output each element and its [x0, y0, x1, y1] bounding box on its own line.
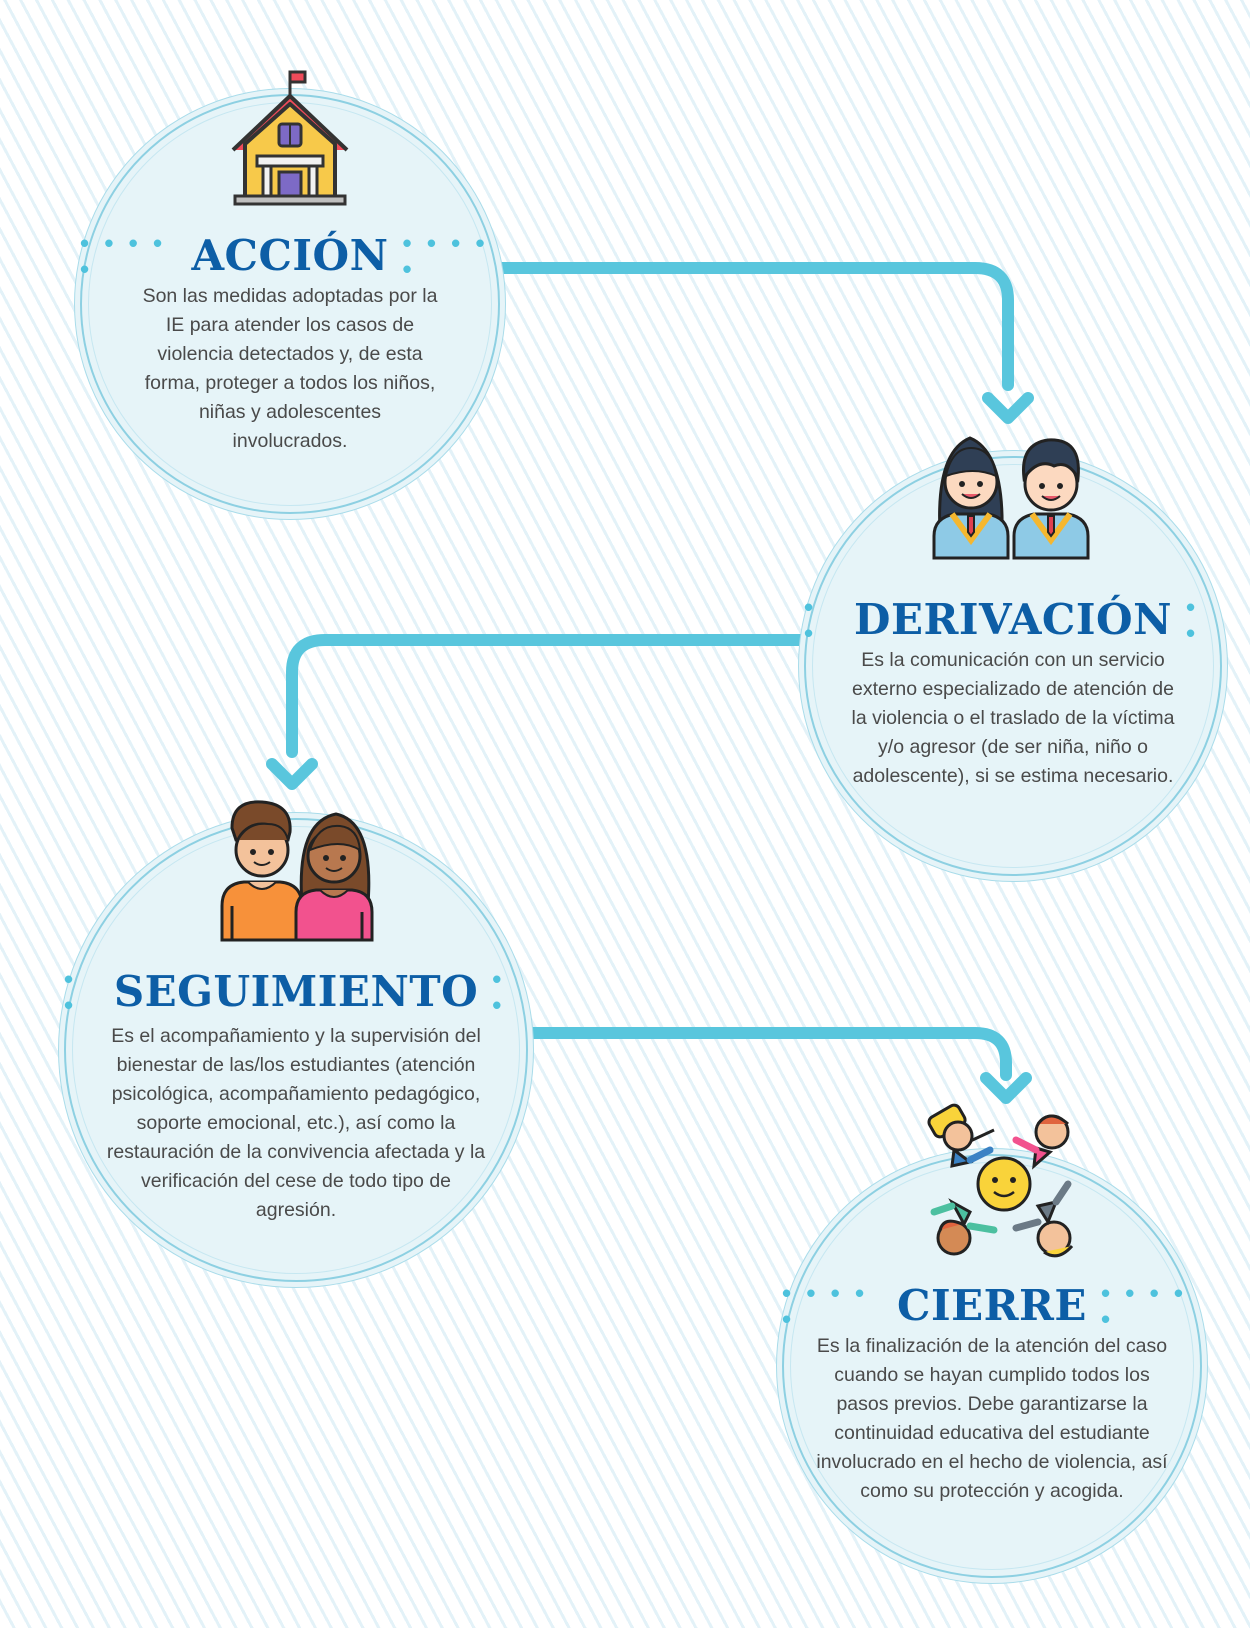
step-description: Son las medidas adoptadas por la IE para…: [142, 285, 438, 452]
arrowhead-derivacion: [982, 392, 1034, 424]
step-accion: • • • • • ACCIÓN • • • • • Son las medid…: [80, 70, 500, 514]
step-derivacion: • • DERIVACIÓN • • Es la comunicación co…: [804, 436, 1222, 876]
step-title-row: • • DERIVACIÓN • •: [804, 592, 1200, 648]
students-icon: [220, 800, 374, 942]
step-title: CIERRE: [897, 1281, 1087, 1330]
step-description: Es la comunicación con un servicio exter…: [851, 649, 1175, 787]
step-circle: [804, 456, 1222, 876]
step-description: Es la finalización de la atención del ca…: [816, 1335, 1168, 1502]
step-seguimiento: • • SEGUIMIENTO • • Es el acompañamiento…: [64, 800, 528, 1282]
step-cierre: • • • • • CIERRE • • • • • Es la finaliz…: [782, 1103, 1202, 1578]
connector-seguimiento-cierre: [512, 1027, 1012, 1081]
school-house-icon: [231, 70, 349, 206]
step-description: Es el acompañamiento y la supervisión de…: [106, 1025, 486, 1221]
connector-derivacion-seguimiento: [286, 634, 816, 758]
step-title-row: • • SEGUIMIENTO • •: [64, 964, 506, 1020]
graduates-icon: [932, 436, 1090, 560]
arrowhead-seguimiento: [266, 758, 318, 790]
connector-accion-derivacion: [484, 262, 1014, 391]
step-circle: [782, 1154, 1202, 1578]
step-title-row: • • • • • CIERRE • • • • •: [782, 1278, 1188, 1334]
children-circle-icon: [927, 1103, 1074, 1258]
step-circle: [80, 94, 500, 514]
step-title: ACCIÓN: [191, 231, 389, 280]
arrowhead-cierre: [980, 1072, 1032, 1104]
step-title-row: • • • • • ACCIÓN • • • • •: [80, 228, 489, 284]
step-title: DERIVACIÓN: [854, 595, 1172, 644]
step-title: SEGUIMIENTO: [113, 967, 479, 1016]
